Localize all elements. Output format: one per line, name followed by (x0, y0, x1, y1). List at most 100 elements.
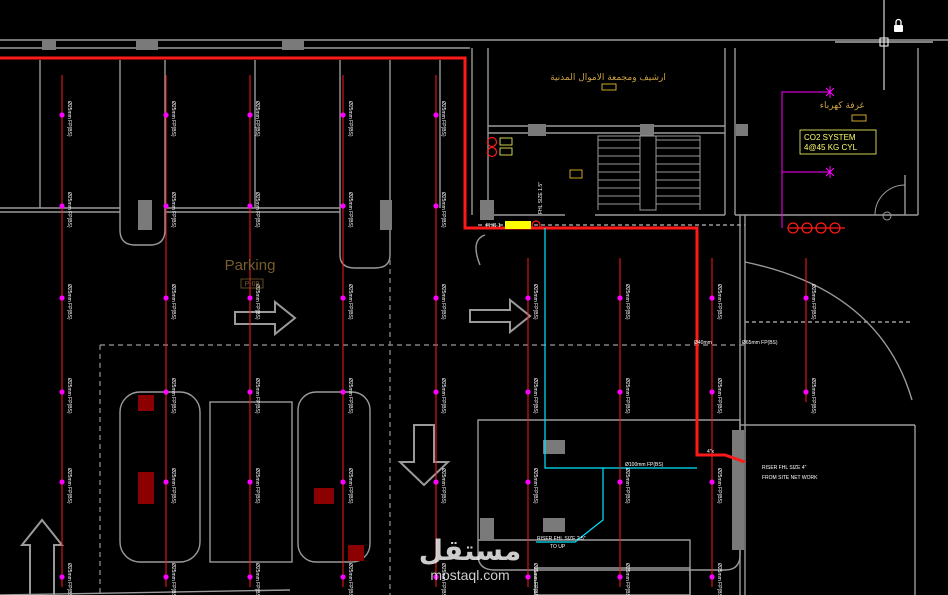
sprinkler-tag: Ø25mm FP(BS) (532, 563, 538, 595)
sprinkler-head (163, 203, 169, 209)
sprinkler-tag: Ø25mm FP(BS) (810, 284, 816, 320)
cyan-riser-pipe (536, 228, 697, 543)
fhl-size-label: FHL SIZE 1.5" (538, 182, 544, 214)
fire-main-pipe (0, 56, 746, 464)
sprinkler-tag: Ø25mm FP(BS) (170, 378, 176, 414)
sprinkler-head (59, 389, 65, 395)
sprinkler-head (340, 389, 346, 395)
sprinkler-head (59, 479, 65, 485)
sprinkler-head (525, 295, 531, 301)
sprinkler-head (433, 203, 439, 209)
sprinkler-tag: Ø25mm FP(BS) (66, 563, 72, 595)
sprinkler-tag: Ø25mm FP(BS) (254, 378, 260, 414)
sprinkler-head (709, 479, 715, 485)
pipe-65-label: Ø65mm FP(BS) (742, 340, 778, 346)
sprinkler-head (163, 389, 169, 395)
sprinkler-tag: Ø25mm FP(BS) (170, 192, 176, 228)
electric-room-label: غرفة كهرباء (820, 101, 865, 111)
walls-layer (0, 39, 948, 595)
sprinkler-tag: Ø25mm FP(BS) (716, 563, 722, 595)
sprinkler-tag: Ø25mm FP(BS) (254, 284, 260, 320)
sprinkler-head (340, 203, 346, 209)
sprinkler-head (433, 112, 439, 118)
sprinkler-tag: Ø25mm FP(BS) (347, 378, 353, 414)
riser-left-label-1: RISER FHL SIZE 2.5" (537, 536, 586, 542)
pipe-100-label: Ø100mm FP(BS) (625, 462, 664, 468)
sprinkler-head (803, 295, 809, 301)
sprinkler-head (163, 112, 169, 118)
sprinkler-tag: Ø25mm FP(BS) (716, 468, 722, 504)
sprinkler-head (59, 295, 65, 301)
sprinkler-head (340, 112, 346, 118)
sprinkler-tag: Ø25mm FP(BS) (347, 468, 353, 504)
sprinkler-head (247, 479, 253, 485)
fire-extinguisher-icon (486, 136, 513, 158)
sprinkler-tag: Ø25mm FP(BS) (170, 468, 176, 504)
sprinkler-tag: Ø25mm FP(BS) (440, 563, 446, 595)
sprinkler-tag: Ø25mm FP(BS) (347, 192, 353, 228)
arrow-right-icon (469, 297, 532, 335)
sprinkler-tag: Ø25mm FP(BS) (532, 378, 538, 414)
co2-label-line1: CO2 SYSTEM (804, 133, 856, 142)
sprinkler-head (59, 203, 65, 209)
fhc-label: FHC-1 (486, 223, 501, 229)
co2-piping (781, 86, 835, 228)
sprinkler-head (617, 389, 623, 395)
sprinkler-tag: Ø25mm FP(BS) (532, 468, 538, 504)
stair-outline (597, 135, 701, 210)
sprinkler-tag: Ø25mm FP(BS) (170, 563, 176, 595)
parking-label: Parking (225, 257, 276, 274)
sprinkler-tag: Ø25mm FP(BS) (347, 284, 353, 320)
sprinkler-tag: Ø25mm FP(BS) (624, 284, 630, 320)
sprinkler-head (709, 295, 715, 301)
sprinkler-tag: Ø25mm FP(BS) (440, 101, 446, 137)
co2-box (799, 129, 877, 155)
sprinkler-head (525, 574, 531, 580)
co2-cylinder-icon (787, 222, 845, 234)
staircase (597, 135, 701, 211)
sprinkler-tag: Ø25mm FP(BS) (254, 563, 260, 595)
sprinkler-branches: Ø25mm FP(BS) Ø25mm FP(BS) Ø25mm FP(BS) Ø25m… (59, 75, 816, 595)
sprinkler-tag: Ø25mm FP(BS) (170, 284, 176, 320)
sprinkler-head (525, 389, 531, 395)
sprinkler-head (709, 389, 715, 395)
watermark-arabic: مستقل (419, 534, 521, 567)
sprinkler-head (433, 389, 439, 395)
sprinkler-head (340, 479, 346, 485)
crosshair-cursor-icon[interactable] (835, 0, 933, 90)
sprinkler-tag: Ø25mm FP(BS) (347, 101, 353, 137)
parking-markers (138, 395, 364, 561)
door-swing-icon (874, 184, 906, 221)
sprinkler-tag: Ø25mm FP(BS) (440, 284, 446, 320)
sprinkler-head (803, 389, 809, 395)
sprinkler-tag: Ø25mm FP(BS) (66, 378, 72, 414)
sprinkler-head (433, 574, 439, 580)
sprinkler-tag: Ø25mm FP(BS) (624, 378, 630, 414)
sprinkler-tag: Ø25mm FP(BS) (624, 563, 630, 595)
sprinkler-head (247, 295, 253, 301)
sprinkler-head (433, 479, 439, 485)
sprinkler-head (617, 574, 623, 580)
sprinkler-head (163, 574, 169, 580)
sprinkler-tag: Ø25mm FP(BS) (254, 192, 260, 228)
sprinkler-head (247, 112, 253, 118)
sprinkler-head (59, 112, 65, 118)
sprinkler-tag: Ø25mm FP(BS) (532, 284, 538, 320)
sprinkler-tag: Ø25mm FP(BS) (810, 378, 816, 414)
sprinkler-tag: Ø25mm FP(BS) (66, 192, 72, 228)
sprinkler-tag: Ø25mm FP(BS) (66, 101, 72, 137)
sprinkler-head (433, 295, 439, 301)
sprinkler-tag: Ø25mm FP(BS) (66, 468, 72, 504)
watermark-url: mostaql.com (430, 567, 509, 583)
sprinkler-head (59, 574, 65, 580)
sprinkler-head (525, 479, 531, 485)
sprinkler-head (709, 574, 715, 580)
lock-icon[interactable] (894, 18, 903, 33)
sprinkler-head (617, 479, 623, 485)
sprinkler-tag: Ø25mm FP(BS) (347, 563, 353, 595)
fhc-cabinet (505, 220, 541, 230)
sprinkler-tag: Ø25mm FP(BS) (440, 192, 446, 228)
sprinkler-tag: Ø25mm FP(BS) (66, 284, 72, 320)
